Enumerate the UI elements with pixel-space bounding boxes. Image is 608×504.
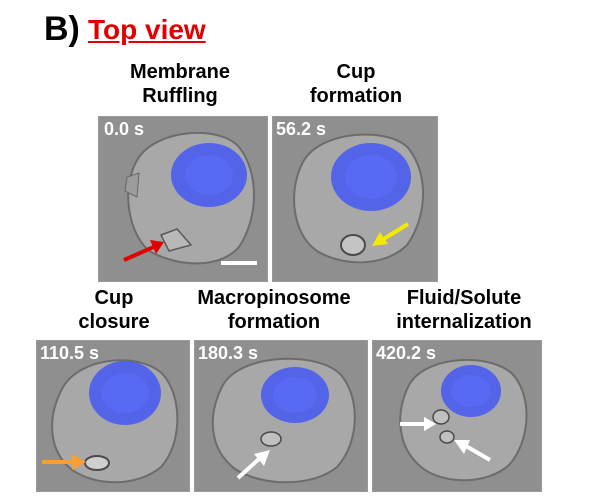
panel-5-arrow-icon-left [400, 417, 436, 431]
figure-heading: Top view [88, 14, 206, 45]
panel-2-label-line2: formation [309, 85, 403, 107]
panel-3-label: Cup closure [34, 286, 194, 334]
panel-3-label-line2: closure [78, 311, 150, 333]
figure-letter: B) [44, 10, 80, 48]
panel-3-timestamp: 110.5 s [40, 343, 100, 363]
panel-2-micrograph [272, 116, 438, 282]
panel-5-arrow-icon-right [454, 440, 492, 462]
panel-5-label: Fluid/Solute internalization [380, 286, 548, 334]
panel-1-arrow-icon [123, 240, 164, 262]
panel-4-micrograph [194, 340, 368, 492]
panel-3-arrow-icon [42, 454, 86, 470]
panel-2-label: Cup formation [276, 60, 436, 108]
panel-5-label-line1: Fluid/Solute [406, 287, 522, 309]
panel-2-arrow-icon [372, 222, 410, 246]
panel-1-label-line1: Membrane [129, 61, 231, 83]
panel-4-arrow-icon [236, 450, 270, 480]
panel-1-label: Membrane Ruffling [100, 60, 260, 108]
panel-5-micrograph [372, 340, 542, 492]
panel-5-timestamp: 420.2 s [376, 343, 437, 363]
panel-2-label-line1: Cup [336, 61, 376, 83]
panel-1-label-line2: Ruffling [142, 85, 218, 107]
panel-5-label-line2: internalization [396, 311, 532, 333]
panel-2-timestamp: 56.2 s [276, 119, 327, 139]
panel-4-timestamp: 180.3 s [198, 343, 259, 363]
panel-4-label-line1: Macropinosome [197, 287, 351, 309]
panel-1-timestamp: 0.0 s [104, 119, 145, 139]
panel-4-label: Macropinosome formation [186, 286, 362, 334]
panel-3-label-line1: Cup [94, 287, 134, 309]
panel-1-micrograph [98, 116, 268, 282]
panel-4-label-line2: formation [227, 311, 321, 333]
panel-3-micrograph [36, 340, 190, 492]
